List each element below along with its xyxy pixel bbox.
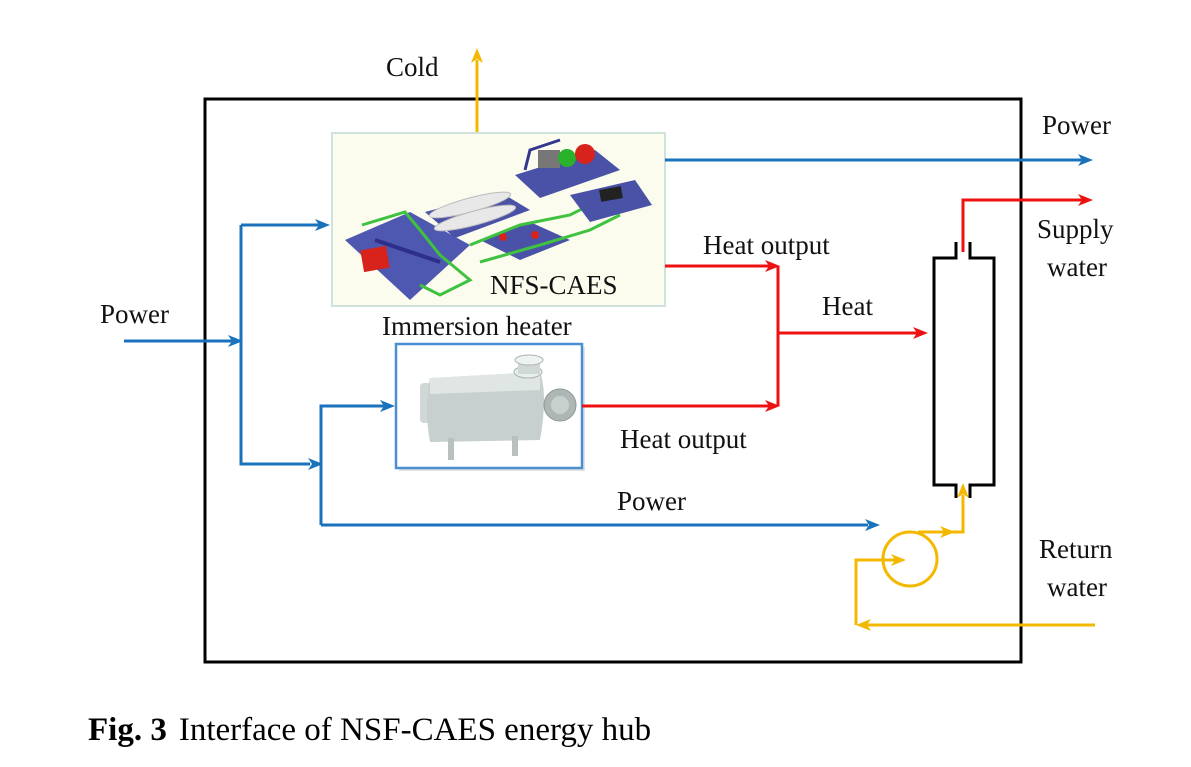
arrowhead: [1078, 154, 1093, 166]
return-to-pump-line: [854, 558, 896, 625]
water-flows: [475, 60, 1095, 627]
cold-label: Cold: [386, 52, 439, 82]
return-water-label-line1: Return: [1039, 534, 1113, 564]
power-bottom-label: Power: [617, 486, 686, 516]
heat-flows: [582, 198, 1082, 408]
arrowhead: [940, 526, 955, 538]
arrowhead: [471, 48, 483, 63]
heat-output-bottom-label: Heat output: [620, 424, 747, 454]
figure-caption-text: Interface of NSF-CAES energy hub: [178, 712, 652, 748]
pump-to-exchanger-line: [918, 495, 965, 534]
caes-component[interactable]: NFS-CAES: [331, 132, 666, 307]
figure-caption: Fig. 3 Interface of NSF-CAES energy hub: [88, 712, 651, 749]
caes-label: NFS-CAES: [490, 270, 618, 300]
arrowhead: [380, 400, 395, 412]
power-bus: [239, 225, 310, 466]
arrowhead: [913, 327, 928, 339]
heat-exchanger[interactable]: [932, 242, 996, 498]
power-arrowheads: [228, 154, 1093, 531]
power-to-heater-line: [319, 404, 384, 525]
immersion-heater-image: [420, 354, 577, 460]
power-output-label: Power: [1042, 110, 1111, 140]
heat-exchanger-outline: [932, 242, 996, 498]
water-arrowheads: [471, 48, 969, 631]
arrowhead: [765, 260, 780, 272]
arrowhead: [957, 483, 969, 498]
heater-label: Immersion heater: [382, 311, 572, 341]
power-flows: [124, 158, 1082, 527]
arrowhead: [865, 519, 880, 531]
supply-water-label-line1: Supply: [1037, 214, 1114, 244]
figure-number: Fig. 3: [88, 712, 167, 748]
heater-component[interactable]: [394, 342, 585, 471]
heat-label: Heat: [822, 291, 873, 321]
arrowhead: [228, 335, 243, 347]
hub-boundary: [203, 97, 1023, 664]
caes-plant-image: [345, 138, 652, 300]
arrowhead: [315, 219, 330, 231]
supply-water-label-line2: water: [1047, 252, 1107, 282]
supply-water-line: [961, 198, 1082, 252]
heat-output-top-label: Heat output: [703, 230, 830, 260]
arrowhead: [1078, 194, 1093, 206]
arrowhead: [765, 400, 780, 412]
arrowhead: [856, 619, 871, 631]
arrowhead: [891, 554, 906, 566]
heat-arrowheads: [765, 194, 1093, 412]
return-water-label-line2: water: [1047, 572, 1107, 602]
arrowhead: [308, 458, 323, 470]
power-input-label: Power: [100, 299, 169, 329]
